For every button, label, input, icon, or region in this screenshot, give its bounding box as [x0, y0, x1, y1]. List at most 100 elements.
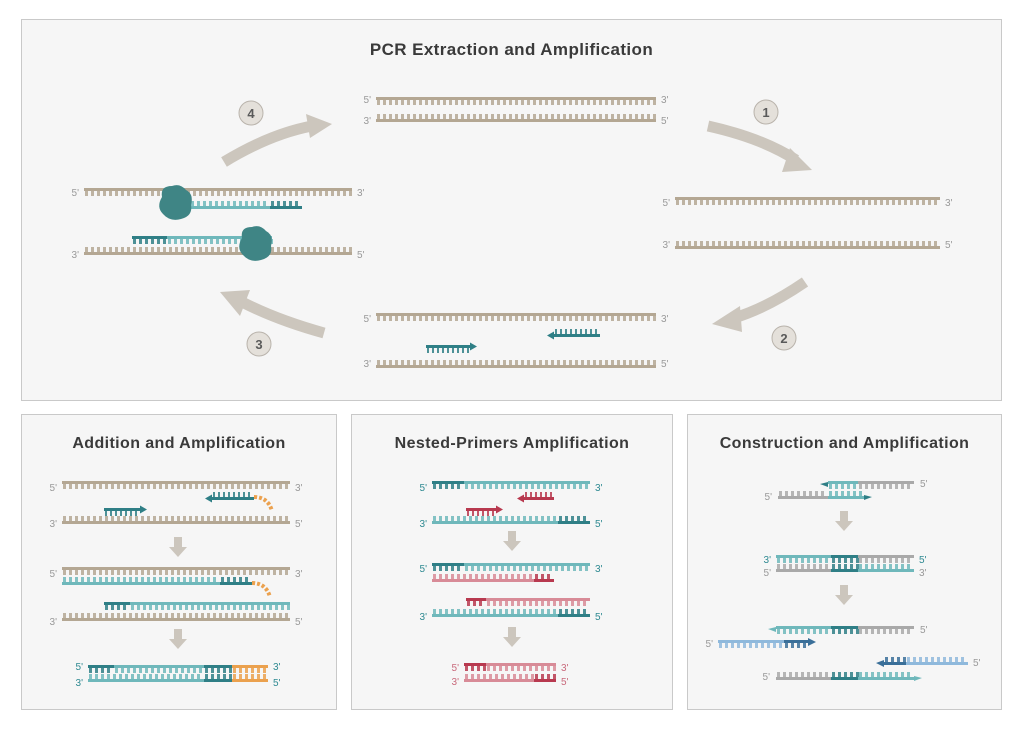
end-label-left: 3': [364, 359, 372, 370]
nested-ext-template-lower: [432, 609, 590, 617]
end-label-right: 5': [973, 658, 981, 669]
annealing-lower: [376, 360, 656, 368]
end-label-left: 5': [364, 314, 372, 325]
panel-title-nested: Nested-Primers Amplification: [394, 435, 630, 452]
end-label-left: 3': [364, 116, 372, 127]
end-label-right: 5': [295, 519, 303, 530]
step-1-circle: [753, 99, 779, 125]
end-label-right: 5': [919, 555, 927, 566]
end-label-left: 5': [364, 95, 372, 106]
end-label-left: 3': [420, 612, 428, 623]
arrow-step-3: [220, 290, 326, 339]
end-label-left: 5': [764, 568, 772, 579]
end-label-right: 5': [357, 250, 365, 261]
end-label-right: 3': [295, 483, 303, 494]
end-label-right: 3': [919, 568, 927, 579]
nested-primers-diagram: 5'3'3'5'5'3'3'5'5'3'3'5': [420, 481, 603, 688]
step-1-number: 1: [762, 105, 769, 120]
final-upper: [88, 665, 268, 673]
end-label-right: 3': [661, 314, 669, 325]
fragment-b-arrowhead: [864, 495, 872, 500]
nested-forward-primer: [466, 505, 503, 516]
extension-new-upper: [190, 201, 302, 209]
denatured-lower: [675, 241, 940, 249]
annealing-upper: [376, 313, 656, 321]
panel-title-construction: Construction and Amplification: [719, 435, 970, 452]
template-final-upper: [776, 626, 914, 634]
step-4-circle: [238, 100, 264, 126]
joined-lower: [776, 564, 914, 572]
polymerase-lower: [239, 226, 272, 261]
down-arrow-2: [503, 627, 521, 647]
down-arrow-1: [169, 537, 187, 557]
step-2-number: 2: [780, 331, 787, 346]
template-lower: [62, 516, 290, 524]
nested-template-upper: [432, 481, 590, 489]
down-arrow-1: [835, 511, 853, 531]
nested-final-upper: [464, 663, 556, 671]
nested-ext-template-upper: [432, 563, 590, 571]
end-label-right: 3': [561, 663, 569, 674]
blue-arrowhead-left: [808, 638, 816, 646]
step-3-number: 3: [255, 337, 262, 352]
nested-ext-product-lower: [466, 598, 590, 606]
end-label-right: 5': [945, 240, 953, 251]
extended-product-upper: [62, 577, 252, 585]
end-label-left: 3': [50, 617, 58, 628]
end-label-left: 5': [706, 639, 714, 650]
forward-primer: [104, 505, 147, 516]
extension-upper: [84, 188, 352, 196]
end-label-left: 3': [76, 678, 84, 689]
arrow-step-4: [221, 114, 332, 167]
nested-final-lower: [464, 674, 556, 682]
end-label-right: 5': [595, 612, 603, 623]
end-label-right: 3': [595, 483, 603, 494]
extended-product-lower: [104, 602, 290, 610]
nested-ext-product-upper: [432, 574, 554, 582]
fragment-a-upper: [828, 481, 914, 489]
end-label-left: 3': [50, 519, 58, 530]
end-label-right: 3': [295, 569, 303, 580]
end-label-right: 5': [920, 625, 928, 636]
nested-primers-panel: Nested-Primers Amplification 5' 3' 3' 5' 5' 3…: [351, 414, 673, 710]
blue-arrowhead-right: [876, 660, 884, 667]
extended-tail: [251, 581, 272, 598]
nested-template-lower: [432, 516, 590, 524]
end-label-right: 3': [273, 662, 281, 673]
end-label-left: 5': [50, 483, 58, 494]
end-label-left: 5': [76, 662, 84, 673]
end-label-right: 5': [295, 617, 303, 628]
blue-primer-right: [884, 657, 968, 665]
end-label-right: 3': [357, 188, 365, 199]
top-duplex-lower: [376, 114, 656, 122]
end-label-left: 5': [420, 564, 428, 575]
reverse-primer: [205, 492, 254, 503]
end-label-left: 5': [765, 492, 773, 503]
addition-diagram: 5' 3' 3' 5' 5' 3' 3' 5' 5' 3' 3' 5': [50, 481, 303, 689]
denatured-upper: [675, 197, 940, 205]
step-3-circle: [246, 331, 272, 357]
nested-reverse-primer: [517, 492, 554, 503]
end-label-left: 5': [452, 663, 460, 674]
end-label-left: 5': [50, 569, 58, 580]
extension-lower: [84, 247, 352, 255]
end-label-right: 5': [595, 519, 603, 530]
template-upper: [62, 481, 290, 489]
end-label-left: 5': [763, 672, 771, 683]
end-label-right: 5': [561, 677, 569, 688]
end-label-right: 5': [273, 678, 281, 689]
end-label-right: 3': [661, 95, 669, 106]
template-arrowhead: [768, 627, 776, 632]
end-label-right: 5': [661, 116, 669, 127]
final-lower: [88, 674, 268, 682]
end-label-right: 5': [920, 479, 928, 490]
end-label-left: 3': [764, 555, 772, 566]
end-label-left: 5': [663, 198, 671, 209]
end-label-left: 3': [72, 250, 80, 261]
panel-title-pcr: PCR Extraction and Amplification: [369, 40, 654, 59]
end-label-left: 5': [420, 483, 428, 494]
end-label-right: 3': [945, 198, 953, 209]
down-arrow-1: [503, 531, 521, 551]
end-label-right: 3': [595, 564, 603, 575]
